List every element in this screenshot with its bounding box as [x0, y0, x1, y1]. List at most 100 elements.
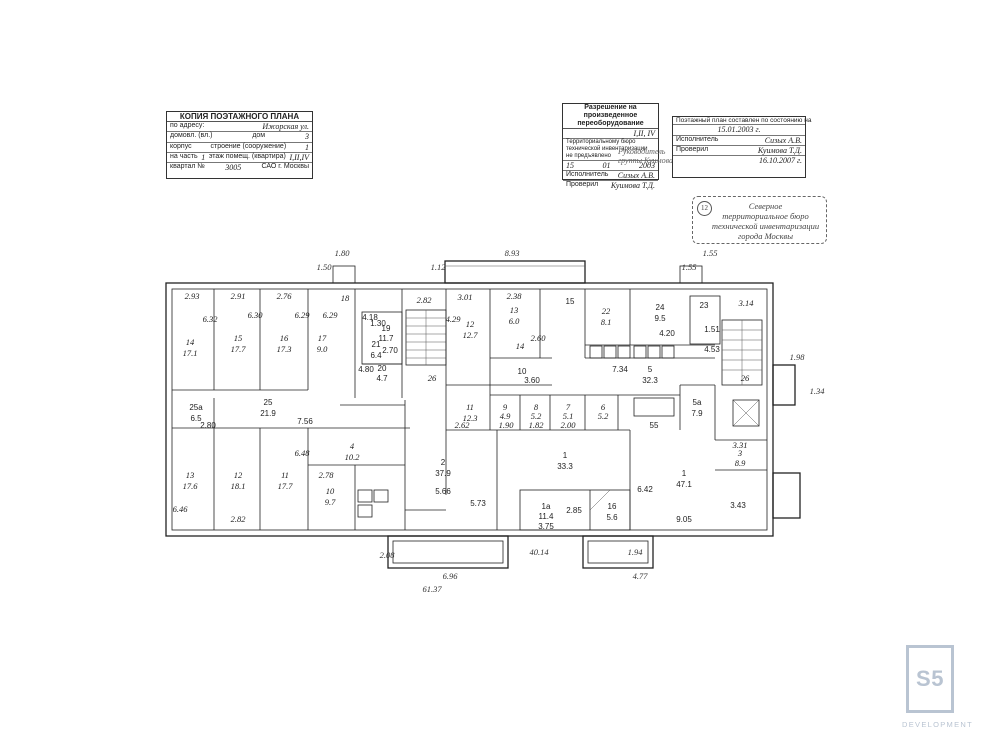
- dim-right-side-2: 1.34: [810, 386, 826, 396]
- permission-ref-row: I,II, IV: [563, 129, 658, 140]
- dim-right-side: 1.98: [790, 352, 806, 362]
- permission-title: Разрешение на произведенное переоборудов…: [563, 104, 658, 130]
- dimension-labels: 1.80 1.50 1.12 8.93 1.55 1.55 1.98 1.34 …: [317, 248, 826, 594]
- address-label: по адресу:: [170, 122, 205, 130]
- floor-premises: I,II,IV: [289, 152, 309, 162]
- right-porch-upper: [772, 364, 796, 406]
- room-12-number: 12: [466, 319, 475, 329]
- room-22-area: 8.1: [601, 317, 612, 327]
- permission-ref: I,II, IV: [633, 129, 655, 139]
- plan-check-date: 16.10.2007 г.: [758, 156, 802, 166]
- dim-mid: 1.12: [431, 262, 447, 272]
- room-16b-area: 5.6: [606, 513, 618, 522]
- room-2-area: 37.9: [435, 469, 451, 478]
- room-16-number: 16: [280, 333, 289, 343]
- room-25a-area: 6.5: [190, 414, 202, 423]
- room-11-number: 11: [466, 402, 474, 412]
- room-1b-number: 1: [682, 469, 687, 478]
- room-13b-width: 2.38: [507, 291, 523, 301]
- room-14b-width: 2.60: [531, 333, 547, 343]
- room-20-number: 20: [378, 364, 387, 373]
- room-14b-number: 14: [516, 341, 525, 351]
- room-21-area: 6.4: [370, 351, 382, 360]
- permission-date-year: 2003: [639, 161, 655, 170]
- room-9-area: 4.9: [500, 411, 511, 421]
- room-16-height: 6.29: [295, 310, 311, 320]
- bureau-stamp: 12 Северное территориальное бюро техниче…: [692, 196, 827, 244]
- room-1-area: 33.3: [557, 462, 573, 471]
- permission-body-row: Территориальному бюро технической инвент…: [563, 139, 658, 161]
- room-1-number: 1: [563, 451, 568, 460]
- room-12-area: 12.7: [463, 330, 479, 340]
- room-1a-width: 3.75: [538, 522, 554, 531]
- plan-title-row: Поэтажный план составлен по состоянию на: [673, 117, 811, 126]
- s5-logo: S5: [906, 645, 954, 713]
- dim-bottom-center: 40.14: [529, 547, 549, 557]
- room-19-area: 11.7: [379, 334, 395, 343]
- room-13-area: 17.6: [183, 481, 199, 491]
- room-7-width: 2.00: [561, 420, 577, 430]
- room-3-width: 3.31: [732, 440, 748, 450]
- permission-stamp: Разрешение на произведенное переоборудов…: [562, 103, 659, 190]
- quarter-label: квартал №: [170, 162, 205, 170]
- room-20-area: 4.7: [376, 374, 388, 383]
- room-23-width: 1.51: [704, 325, 720, 334]
- permission-date-row: 15 01 2003: [563, 161, 658, 172]
- house-word: дом: [252, 132, 266, 140]
- room-15-height: 6.30: [248, 310, 264, 320]
- bureau-line-3: технической инвентаризации: [711, 221, 820, 231]
- room-9-number: 9: [503, 402, 508, 412]
- house-row: домовл. (вл.) дом 3: [167, 132, 312, 143]
- room-16b-number: 16: [608, 502, 617, 511]
- room-8-area: 5.2: [531, 411, 542, 421]
- floor-value: 1: [201, 152, 206, 162]
- room-11-area: 12.3: [463, 413, 478, 423]
- room-15-area: 17.7: [231, 344, 247, 354]
- room-1a-area: 11.4: [539, 512, 555, 521]
- room-labels: 2.93 14 17.1 6.32 2.91 15 17.7 6.30 2.76…: [173, 291, 755, 531]
- dim-bottom-total: 61.37: [422, 584, 442, 594]
- logo-caption: DEVELOPMENT: [902, 720, 973, 729]
- room-19-width: 4.18: [362, 313, 378, 322]
- plan-checker-name: Куимова Т.Д.: [757, 145, 802, 155]
- room-12c-area: 18.1: [231, 481, 246, 491]
- inner-wall-line: [171, 288, 768, 531]
- room-23-width-2: 3.14: [738, 298, 755, 308]
- room-17-height: 6.29: [323, 310, 339, 320]
- room-12-width-2: 2.82: [417, 295, 433, 305]
- room-1b-area: 47.1: [676, 480, 692, 489]
- top-bay: [444, 260, 586, 284]
- plan-executor-label: Исполнитель: [676, 135, 719, 143]
- plan-checker-row: Проверил Куимова Т.Д.: [673, 145, 805, 157]
- room-4-area: 10.2: [345, 452, 361, 462]
- building-label: корпус: [170, 142, 192, 150]
- structure-value: 1: [305, 142, 309, 152]
- floor-plan-copy-stamp: КОПИЯ ПОЭТАЖНОГО ПЛАНА по адресу: Ижорск…: [166, 111, 313, 179]
- plan-executor-row: Исполнитель Сизых А.В.: [673, 136, 805, 146]
- room-2-height: 5.66: [435, 487, 451, 496]
- bureau-line-2: территориальное бюро: [722, 211, 809, 221]
- room-12-height: 4.29: [446, 314, 462, 324]
- room-12c-number: 12: [234, 470, 243, 480]
- room-10c-width: 2.78: [319, 470, 335, 480]
- quarter-value: 3005: [225, 162, 242, 172]
- room-13-height: 6.46: [173, 504, 189, 514]
- right-porch-lower: [772, 472, 801, 519]
- stair-26-left: 26: [428, 373, 437, 383]
- bureau-line-4: города Москвы: [737, 231, 794, 241]
- room-5a-area: 7.9: [691, 409, 703, 418]
- room-1b-height-2: 6.42: [637, 485, 653, 494]
- floor-word: этаж помещ. (квартира): [208, 152, 286, 160]
- permission-executor-label: Исполнитель: [566, 171, 609, 179]
- bureau-number: 12: [697, 201, 712, 216]
- structure-label: строение (сооружение): [210, 142, 287, 150]
- room-25-area: 21.9: [260, 409, 276, 418]
- room-13b-area: 6.0: [509, 316, 520, 326]
- room-16-width: 2.76: [277, 291, 293, 301]
- room-21-width: 1.30: [370, 319, 386, 328]
- room-22-number: 22: [602, 306, 611, 316]
- floor-label: на часть: [170, 152, 198, 160]
- room-21-number: 21: [372, 340, 381, 349]
- top-right-nub: [679, 265, 703, 284]
